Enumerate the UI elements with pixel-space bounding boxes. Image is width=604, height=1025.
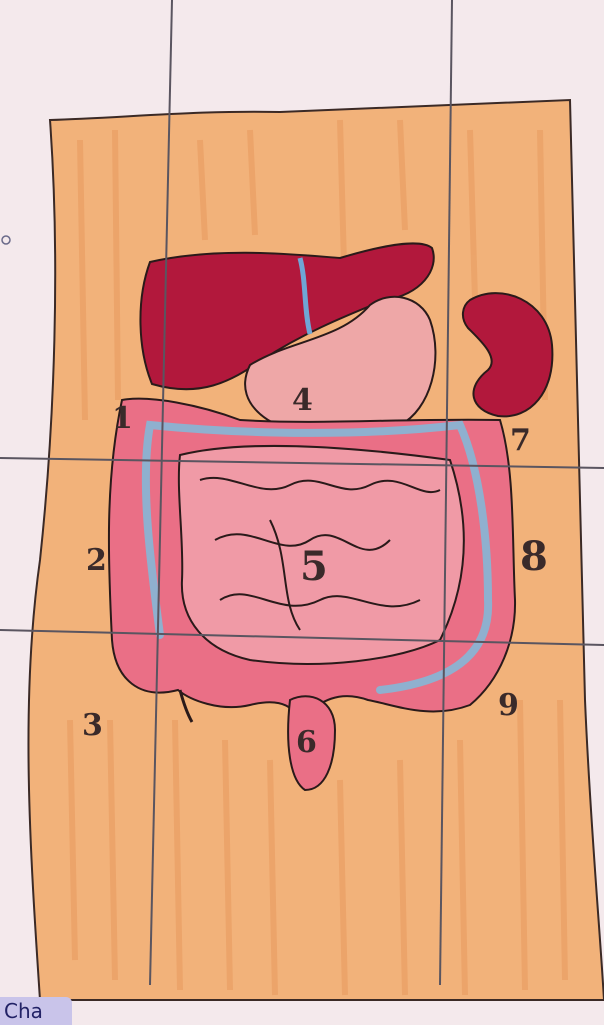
corner-label-tab: Cha <box>0 997 72 1025</box>
label-region-3: 3 <box>82 708 103 743</box>
label-region-2: 2 <box>86 543 107 578</box>
margin-mark <box>2 236 10 244</box>
label-region-1: 1 <box>112 401 133 436</box>
label-region-9: 9 <box>498 688 519 723</box>
label-region-5: 5 <box>300 543 328 590</box>
label-region-4: 4 <box>292 383 313 418</box>
label-region-8: 8 <box>520 533 548 580</box>
label-region-6: 6 <box>296 725 317 760</box>
label-region-7: 7 <box>510 423 531 458</box>
